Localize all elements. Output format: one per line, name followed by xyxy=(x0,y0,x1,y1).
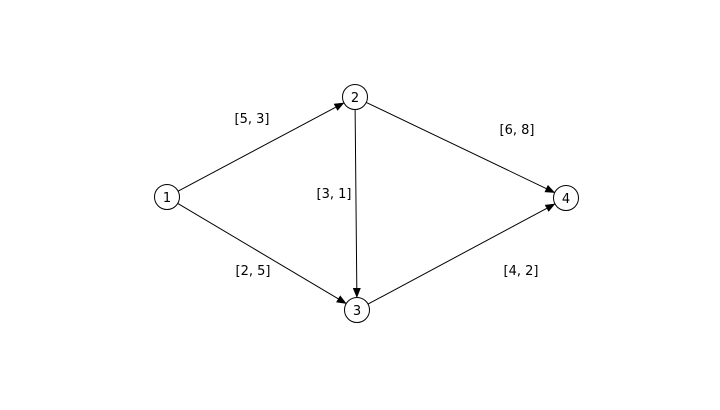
edges-group xyxy=(177,101,556,305)
node-4: 4 xyxy=(553,185,579,211)
edge-1-to-2 xyxy=(177,102,345,192)
edge-label-2-4: [6, 8] xyxy=(500,123,535,138)
edge-2-to-3 xyxy=(352,109,361,298)
edge-2-to-4 xyxy=(366,101,556,193)
edge-label-1-2: [5, 3] xyxy=(235,112,270,127)
node-4-circle xyxy=(553,185,579,211)
edge-label-2-3: [3, 1] xyxy=(317,187,352,202)
node-1: 1 xyxy=(154,184,180,210)
node-1-circle xyxy=(154,184,180,210)
node-4-label: 4 xyxy=(562,192,570,207)
node-2: 2 xyxy=(342,84,368,110)
node-1-label: 1 xyxy=(163,191,171,206)
node-2-circle xyxy=(342,84,368,110)
edge-3-to-4 xyxy=(367,203,556,305)
edge-label-1-3: [2, 5] xyxy=(236,264,271,279)
node-3-label: 3 xyxy=(353,304,361,319)
nodes-group: 1 2 3 4 xyxy=(154,84,579,323)
node-2-label: 2 xyxy=(351,91,359,106)
node-3-circle xyxy=(344,297,370,323)
edge-1-to-3 xyxy=(177,202,347,304)
edge-labels-group: [5, 3] [2, 5] [3, 1] [6, 8] [4, 2] xyxy=(235,112,539,279)
node-3: 3 xyxy=(344,297,370,323)
edge-label-3-4: [4, 2] xyxy=(504,264,539,279)
